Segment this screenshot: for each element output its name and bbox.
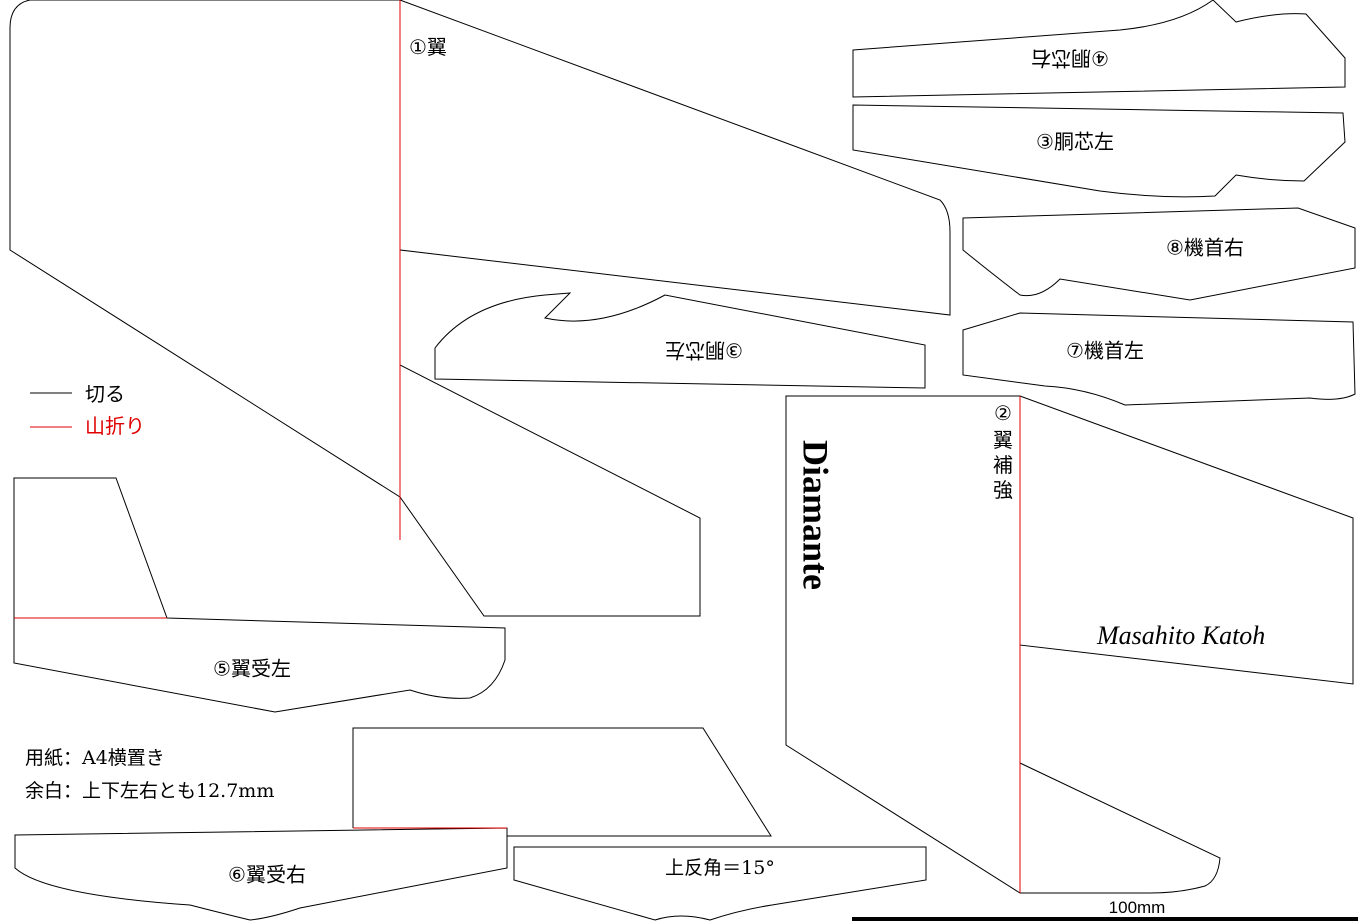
dihedral-label: 上反角＝15° xyxy=(665,857,775,879)
fuselage-core-inverted-piece: ③胴芯左 xyxy=(434,292,926,389)
nose-left-label: ⑦機首左 xyxy=(1066,339,1144,363)
fuselage-core-right-label: ④胴芯右 xyxy=(1031,47,1109,71)
nose-left-outline xyxy=(962,312,1356,406)
wing-reinforce-outline xyxy=(785,395,1354,894)
wing-mount-right-piece: ⑥翼受右 xyxy=(14,727,772,921)
wing-piece: ①翼 xyxy=(9,0,951,617)
fuselage-core-left-label: ③胴芯左 xyxy=(1036,130,1114,154)
fuselage-core-inverted-outline xyxy=(434,292,926,389)
wing-reinforce-char: 補 xyxy=(993,453,1013,477)
legend-cut-label: 切る xyxy=(85,382,125,406)
wing-mount-left-label: ⑤翼受左 xyxy=(213,657,291,681)
fuselage-core-left-piece: ③胴芯左 xyxy=(852,104,1346,198)
fuselage-core-right-piece: ④胴芯右 xyxy=(852,0,1346,98)
wing-mount-right-flap-outline xyxy=(352,727,772,837)
author-name: Masahito Katoh xyxy=(1096,621,1265,650)
wing-reinforce-char: 翼 xyxy=(993,428,1013,452)
wing-mount-left-piece: ⑤翼受左 xyxy=(13,477,506,713)
fuselage-core-left-outline xyxy=(852,104,1346,198)
fuselage-core-inverted-label: ③胴芯左 xyxy=(665,339,743,363)
scale-bar-label: 100mm xyxy=(1109,898,1166,917)
legend-fold-label: 山折り xyxy=(85,414,145,438)
paper-notes: 用紙：A4横置き 余白：上下左右とも12.7mm xyxy=(25,747,274,802)
wing-outline xyxy=(9,0,951,617)
scale-bar: 100mm xyxy=(852,898,1358,921)
wing-label: ①翼 xyxy=(409,35,447,59)
wing-reinforce-piece: Diamante ② 翼 補 強 Masahito Katoh xyxy=(785,395,1354,894)
paper-size-note: 用紙：A4横置き xyxy=(25,747,165,769)
legend: 切る 山折り xyxy=(30,382,145,438)
wing-reinforce-char: ② xyxy=(994,401,1012,425)
wing-mount-right-outline xyxy=(14,827,508,921)
nose-right-piece: ⑧機首右 xyxy=(962,207,1356,301)
nose-right-outline xyxy=(962,207,1356,301)
wing-reinforce-char: 強 xyxy=(993,478,1013,502)
margin-note: 余白：上下左右とも12.7mm xyxy=(25,780,274,802)
wing-reinforce-label: ② 翼 補 強 xyxy=(993,401,1013,502)
wing-mount-right-label: ⑥翼受右 xyxy=(228,863,306,887)
nose-right-label: ⑧機首右 xyxy=(1166,236,1244,260)
brand-name: Diamante xyxy=(796,440,836,590)
dihedral-gauge-piece: 上反角＝15° xyxy=(513,846,927,921)
nose-left-piece: ⑦機首左 xyxy=(962,312,1356,406)
fuselage-core-right-outline xyxy=(852,0,1346,98)
dihedral-gauge-outline xyxy=(513,846,927,921)
wing-mount-left-outline xyxy=(13,477,506,713)
